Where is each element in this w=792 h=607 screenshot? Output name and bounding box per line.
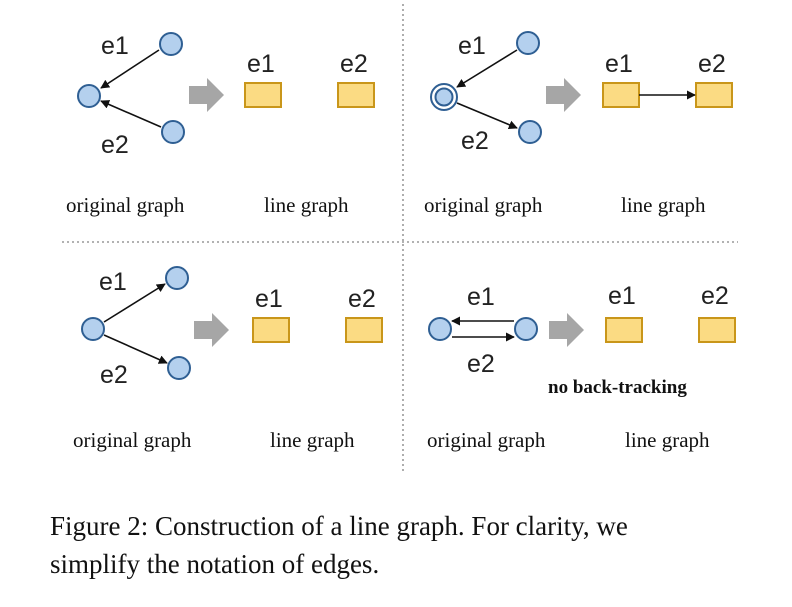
panel-bottom-right: e1 e2 e1 e2 no back-tracking original gr… xyxy=(427,282,736,452)
edge-e1 xyxy=(100,49,160,89)
line-graph-caption: line graph xyxy=(264,193,349,217)
edge-e2 xyxy=(103,334,168,364)
original-graph-caption: original graph xyxy=(66,193,185,217)
graph-node xyxy=(165,266,189,290)
no-back-tracking-note: no back-tracking xyxy=(548,377,687,398)
original-graph-caption: original graph xyxy=(427,428,546,452)
graph-node xyxy=(159,32,183,56)
line-graph-caption: line graph xyxy=(625,428,710,452)
graph-node xyxy=(161,120,185,144)
line-graph-node-e2 xyxy=(695,82,733,108)
line-node-label-e2: e2 xyxy=(348,285,376,313)
line-node-label-e1: e1 xyxy=(605,50,633,78)
line-node-label-e2: e2 xyxy=(701,282,729,310)
original-graph-caption: original graph xyxy=(73,428,192,452)
graph-node xyxy=(81,317,105,341)
edge-label-e1: e1 xyxy=(101,32,129,60)
edge-label-e1: e1 xyxy=(99,268,127,296)
edge-e1 xyxy=(103,283,166,323)
transform-arrow xyxy=(189,78,224,112)
edge-e1 xyxy=(456,49,518,88)
line-node-label-e1: e1 xyxy=(255,285,283,313)
line-graph-node-e1 xyxy=(252,317,290,343)
line-graph-node-e2 xyxy=(345,317,383,343)
graph-node xyxy=(518,120,542,144)
line-graph-node-e1 xyxy=(244,82,282,108)
line-graph-caption: line graph xyxy=(621,193,706,217)
panel-bottom-left: e1 e2 e1 e2 original graph line graph xyxy=(73,266,383,452)
transform-arrow xyxy=(546,78,581,112)
line-graph-node-e2 xyxy=(698,317,736,343)
line-node-label-e2: e2 xyxy=(698,50,726,78)
edge-label-e2: e2 xyxy=(101,131,129,159)
line-node-label-e1: e1 xyxy=(608,282,636,310)
figure-caption-line-1: Figure 2: Construction of a line graph. … xyxy=(50,511,628,541)
edge-e2 xyxy=(456,102,518,130)
graph-node xyxy=(514,317,538,341)
edge-label-e2: e2 xyxy=(467,350,495,378)
figure-caption-line-2: simplify the notation of edges. xyxy=(50,549,379,579)
edge-label-e2: e2 xyxy=(100,361,128,389)
graph-node xyxy=(167,356,191,380)
graph-node xyxy=(516,31,540,55)
panel-top-right: e1 e2 e1 e2 original graph line graph xyxy=(424,31,733,217)
original-graph-caption: original graph xyxy=(424,193,543,217)
graph-node xyxy=(434,87,454,107)
graph-node xyxy=(428,317,452,341)
line-graph-node-e1 xyxy=(602,82,640,108)
transform-arrow xyxy=(549,313,584,347)
line-graph-caption: line graph xyxy=(270,428,355,452)
edge-e2 xyxy=(100,100,162,128)
line-node-label-e2: e2 xyxy=(340,50,368,78)
transform-arrow xyxy=(194,313,229,347)
edge-label-e2: e2 xyxy=(461,127,489,155)
edge-label-e1: e1 xyxy=(458,32,486,60)
panel-top-left: e1 e2 e1 e2 original graph line graph xyxy=(66,32,375,217)
line-graph-node-e1 xyxy=(605,317,643,343)
line-graph-node-e2 xyxy=(337,82,375,108)
edge-label-e1: e1 xyxy=(467,283,495,311)
graph-node xyxy=(77,84,101,108)
line-node-label-e1: e1 xyxy=(247,50,275,78)
